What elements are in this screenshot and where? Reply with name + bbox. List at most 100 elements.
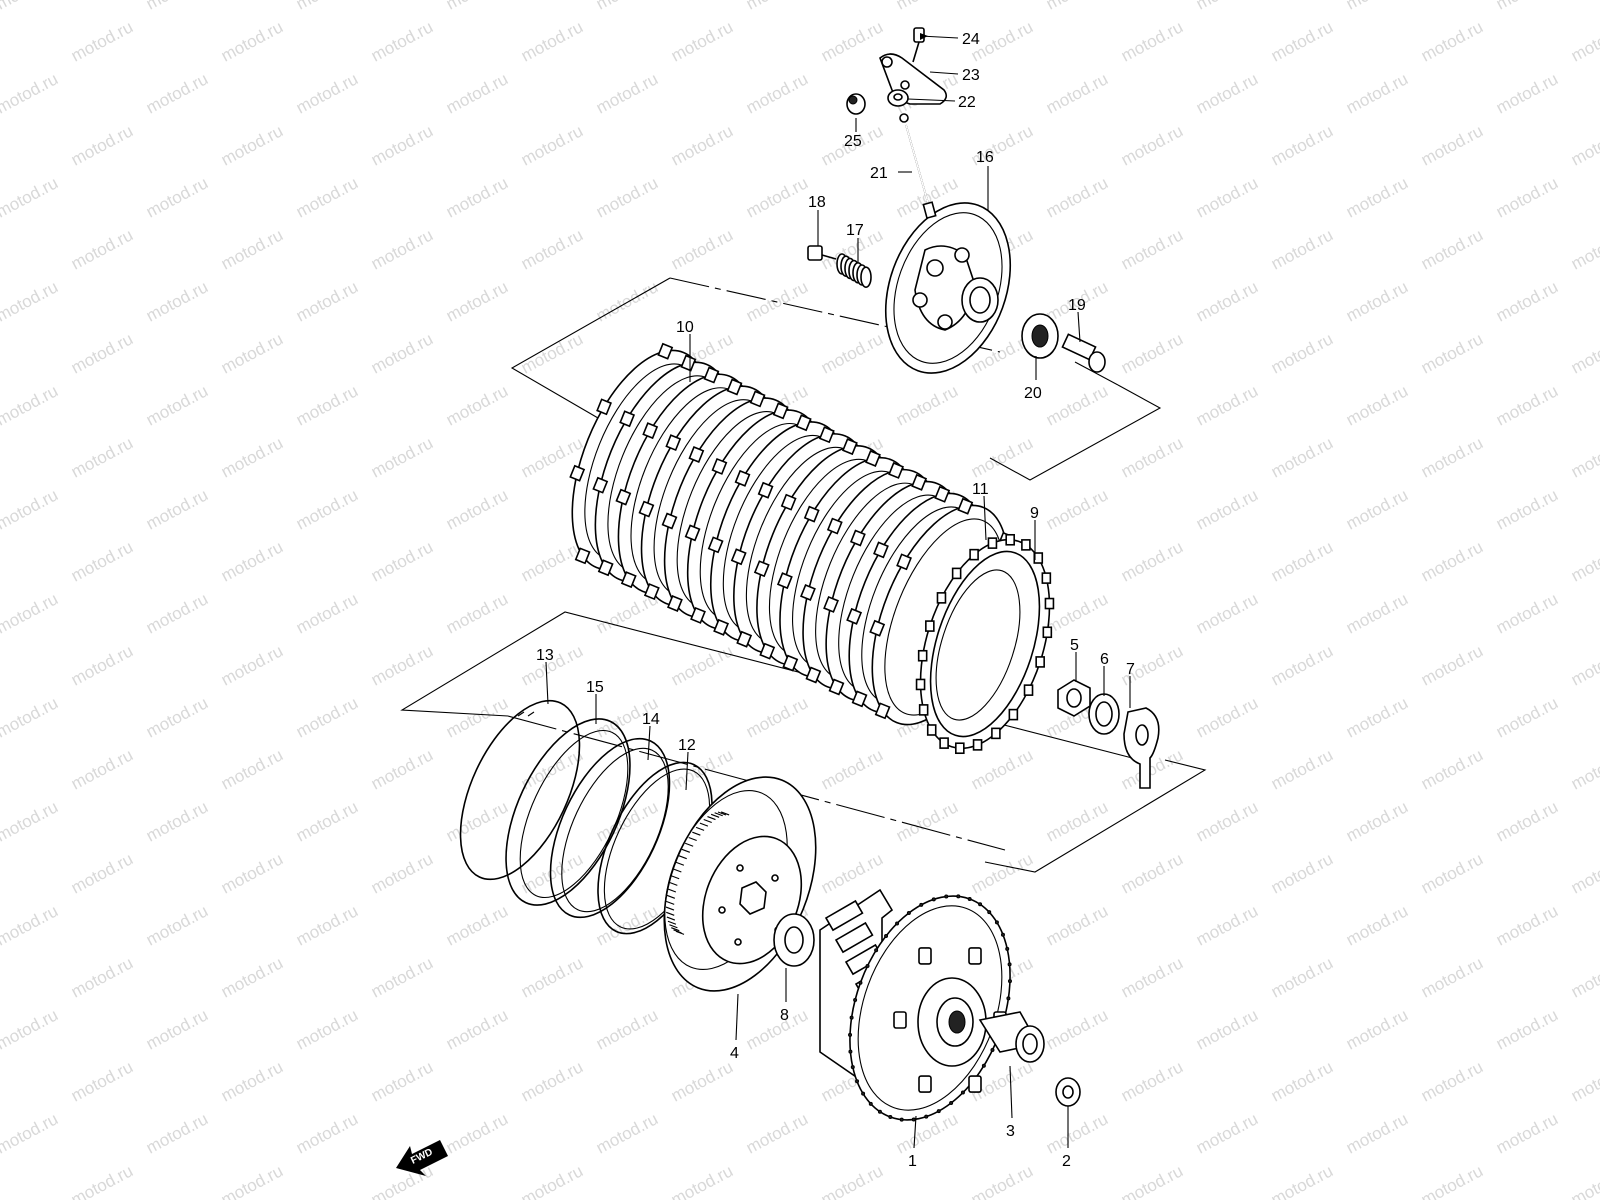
watermark-text: motod.ru [0,69,61,117]
watermark-text: motod.ru [0,1109,61,1157]
watermark-text: motod.ru [443,1005,511,1053]
watermark-text: motod.ru [1343,1109,1411,1157]
gear-tooth [877,1109,882,1114]
hub-tooth [695,826,705,831]
hub-tooth [666,916,676,921]
gear-tooth [1000,932,1005,937]
plate-tab [726,378,743,396]
watermark-text: motod.ru [1568,225,1600,273]
watermark-text: motod.ru [68,745,136,793]
plate-tab [597,559,614,577]
watermark-text: motod.ru [368,745,436,793]
plate-tab [711,457,728,475]
ring-tooth [926,724,937,736]
plate-tab [619,410,636,428]
ring-tooth [936,592,947,604]
watermark-text: motod.ru [143,173,211,221]
plate-tab [780,493,797,511]
watermark-text: motod.ru [668,225,736,273]
plate-tab [865,450,881,468]
watermark-text: motod.ru [1193,69,1261,117]
watermark-text: motod.ru [668,1057,736,1105]
callout-6: 6 [1100,651,1109,668]
watermark-text: motod.ru [368,121,436,169]
watermark-text: motod.ru [593,277,661,325]
hub-tooth [669,881,678,886]
hub-tooth [671,927,680,932]
watermark-text: motod.ru [68,329,136,377]
callout-25: 25 [844,133,862,150]
watermark-text: motod.ru [443,901,511,949]
watermark-text: motod.ru [368,329,436,377]
watermark-text: motod.ru [0,1005,61,1053]
watermark-text: motod.ru [293,381,361,429]
watermark-text: motod.ru [443,693,511,741]
watermark-text: motod.ru [1568,641,1600,689]
watermark-text: motod.ru [1568,121,1600,169]
watermark-text: motod.ru [1343,693,1411,741]
plate-tab [772,402,789,420]
watermark-text: motod.ru [143,381,211,429]
gear-tooth [895,921,900,926]
spring-coil [860,266,872,289]
watermark-text: motod.ru [293,693,361,741]
callout-22: 22 [958,94,976,111]
clutch-spring [836,253,872,289]
release-bearing [1021,313,1059,359]
callout-23: 23 [962,67,980,84]
lock-washer [1123,707,1160,789]
watermark-text: motod.ru [1568,953,1600,1001]
watermark-text: motod.ru [368,641,436,689]
watermark-text: motod.ru [1268,1161,1336,1200]
watermark-text: motod.ru [1118,537,1186,585]
ring-tooth [991,727,1001,740]
watermark-text: motod.ru [668,121,736,169]
plate-tab [874,702,891,720]
plate-tab [759,642,776,660]
callout-12: 12 [678,737,696,754]
watermark-text: motod.ru [1193,589,1261,637]
callout-17: 17 [846,222,864,239]
watermark-text: motod.ru [293,0,361,14]
watermark-text: motod.ru [1418,17,1486,65]
plate-tab [888,461,904,479]
watermark-text: motod.ru [743,277,811,325]
hub-tooth [714,812,723,817]
watermark-text: motod.ru [518,537,586,585]
hub-tooth [670,875,680,880]
ring-tooth [925,620,935,632]
watermark-text: motod.ru [1418,953,1486,1001]
watermark-text: motod.ru [818,745,886,793]
watermark-text: motod.ru [743,1005,811,1053]
plate-tab [873,541,889,559]
thrust-washer [773,913,815,967]
plate-tab [638,500,655,518]
gear-tooth [911,1117,916,1122]
wire-ring [459,699,581,881]
watermark-text: motod.ru [743,1109,811,1157]
watermark-text: motod.ru [1268,17,1336,65]
gear-tooth [849,1015,854,1020]
watermark-text: motod.ru [518,17,586,65]
callout-9: 9 [1030,505,1039,522]
hub-tooth [673,929,682,934]
judder-spring-seat [549,737,671,919]
gear-tooth [858,980,863,985]
damper-spring [918,1075,932,1093]
watermark-text: motod.ru [1493,589,1561,637]
watermark-text: motod.ru [1568,17,1600,65]
gear-tooth [931,897,936,902]
watermark-text: motod.ru [293,173,361,221]
watermark-text: motod.ru [1193,901,1261,949]
plate-tab [684,524,701,542]
watermark-text: motod.ru [0,173,61,221]
callout-labels: 24 23 22 25 21 16 18 17 19 20 10 11 9 5 … [536,31,1135,1170]
watermark-text: motod.ru [218,329,286,377]
watermark-text: motod.ru [1193,1109,1261,1157]
watermark-text: motod.ru [143,485,211,533]
callout-19: 19 [1068,297,1086,314]
watermark-text: motod.ru [1118,1161,1186,1200]
watermark-text: motod.ru [143,69,211,117]
hub-tooth [688,836,697,841]
watermark-text: motod.ru [68,17,136,65]
